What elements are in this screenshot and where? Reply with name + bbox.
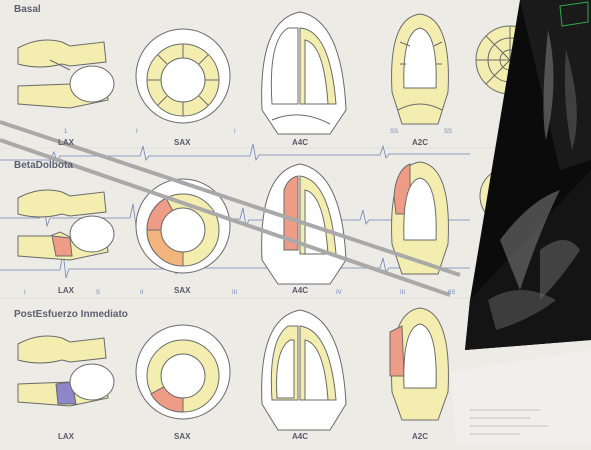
row-title-beta: BetaDolbota (14, 160, 73, 171)
row-title-post-exercise: PostEsfuerzo Inmediato (14, 309, 128, 320)
a4c-view-row1 (262, 12, 346, 134)
ecg-tick: III (400, 290, 405, 296)
lax-view-row1 (18, 40, 114, 108)
lax-view-row2 (18, 190, 114, 260)
ecg-tick: IV (336, 290, 342, 296)
view-label-lax: LAX (58, 138, 74, 147)
ecg-tick: SS (444, 129, 452, 135)
view-label-a2c: A2C (412, 432, 428, 441)
ecg-tick: II (140, 290, 143, 296)
view-label-lax: LAX (58, 286, 74, 295)
sax-view-row1 (136, 29, 230, 123)
view-label-a4c: A4C (292, 432, 308, 441)
summary-paper-corner (450, 350, 591, 445)
view-label-a4c: A4C (292, 286, 308, 295)
sax-view-row3 (136, 325, 230, 419)
ecg-tick: 6S (448, 290, 455, 296)
row-3-diagrams (18, 308, 448, 430)
ecg-tick: I (136, 129, 138, 135)
a2c-view-row3 (390, 308, 448, 420)
view-label-a2c: A2C (412, 138, 428, 147)
ecg-tick: S (96, 290, 100, 296)
a2c-view-row2 (392, 162, 449, 274)
lax-view-row3 (18, 336, 114, 406)
row-2-diagrams (18, 162, 536, 284)
view-label-lax: LAX (58, 432, 74, 441)
a2c-view-row1 (392, 14, 449, 124)
row-1-diagrams (18, 12, 544, 134)
ecg-tick: I (24, 290, 26, 296)
view-label-a4c: A4C (292, 138, 308, 147)
view-label-sax: SAX (174, 138, 190, 147)
ecg-tick: I (234, 129, 236, 135)
ecg-tick: SS (390, 129, 398, 135)
view-label-sax: SAX (174, 432, 190, 441)
ecg-tick: III (232, 290, 237, 296)
a4c-view-row3 (262, 310, 346, 430)
row-title-basal: Basal (14, 4, 41, 15)
ecg-tick: 1 (64, 129, 67, 135)
view-label-sax: SAX (174, 286, 190, 295)
